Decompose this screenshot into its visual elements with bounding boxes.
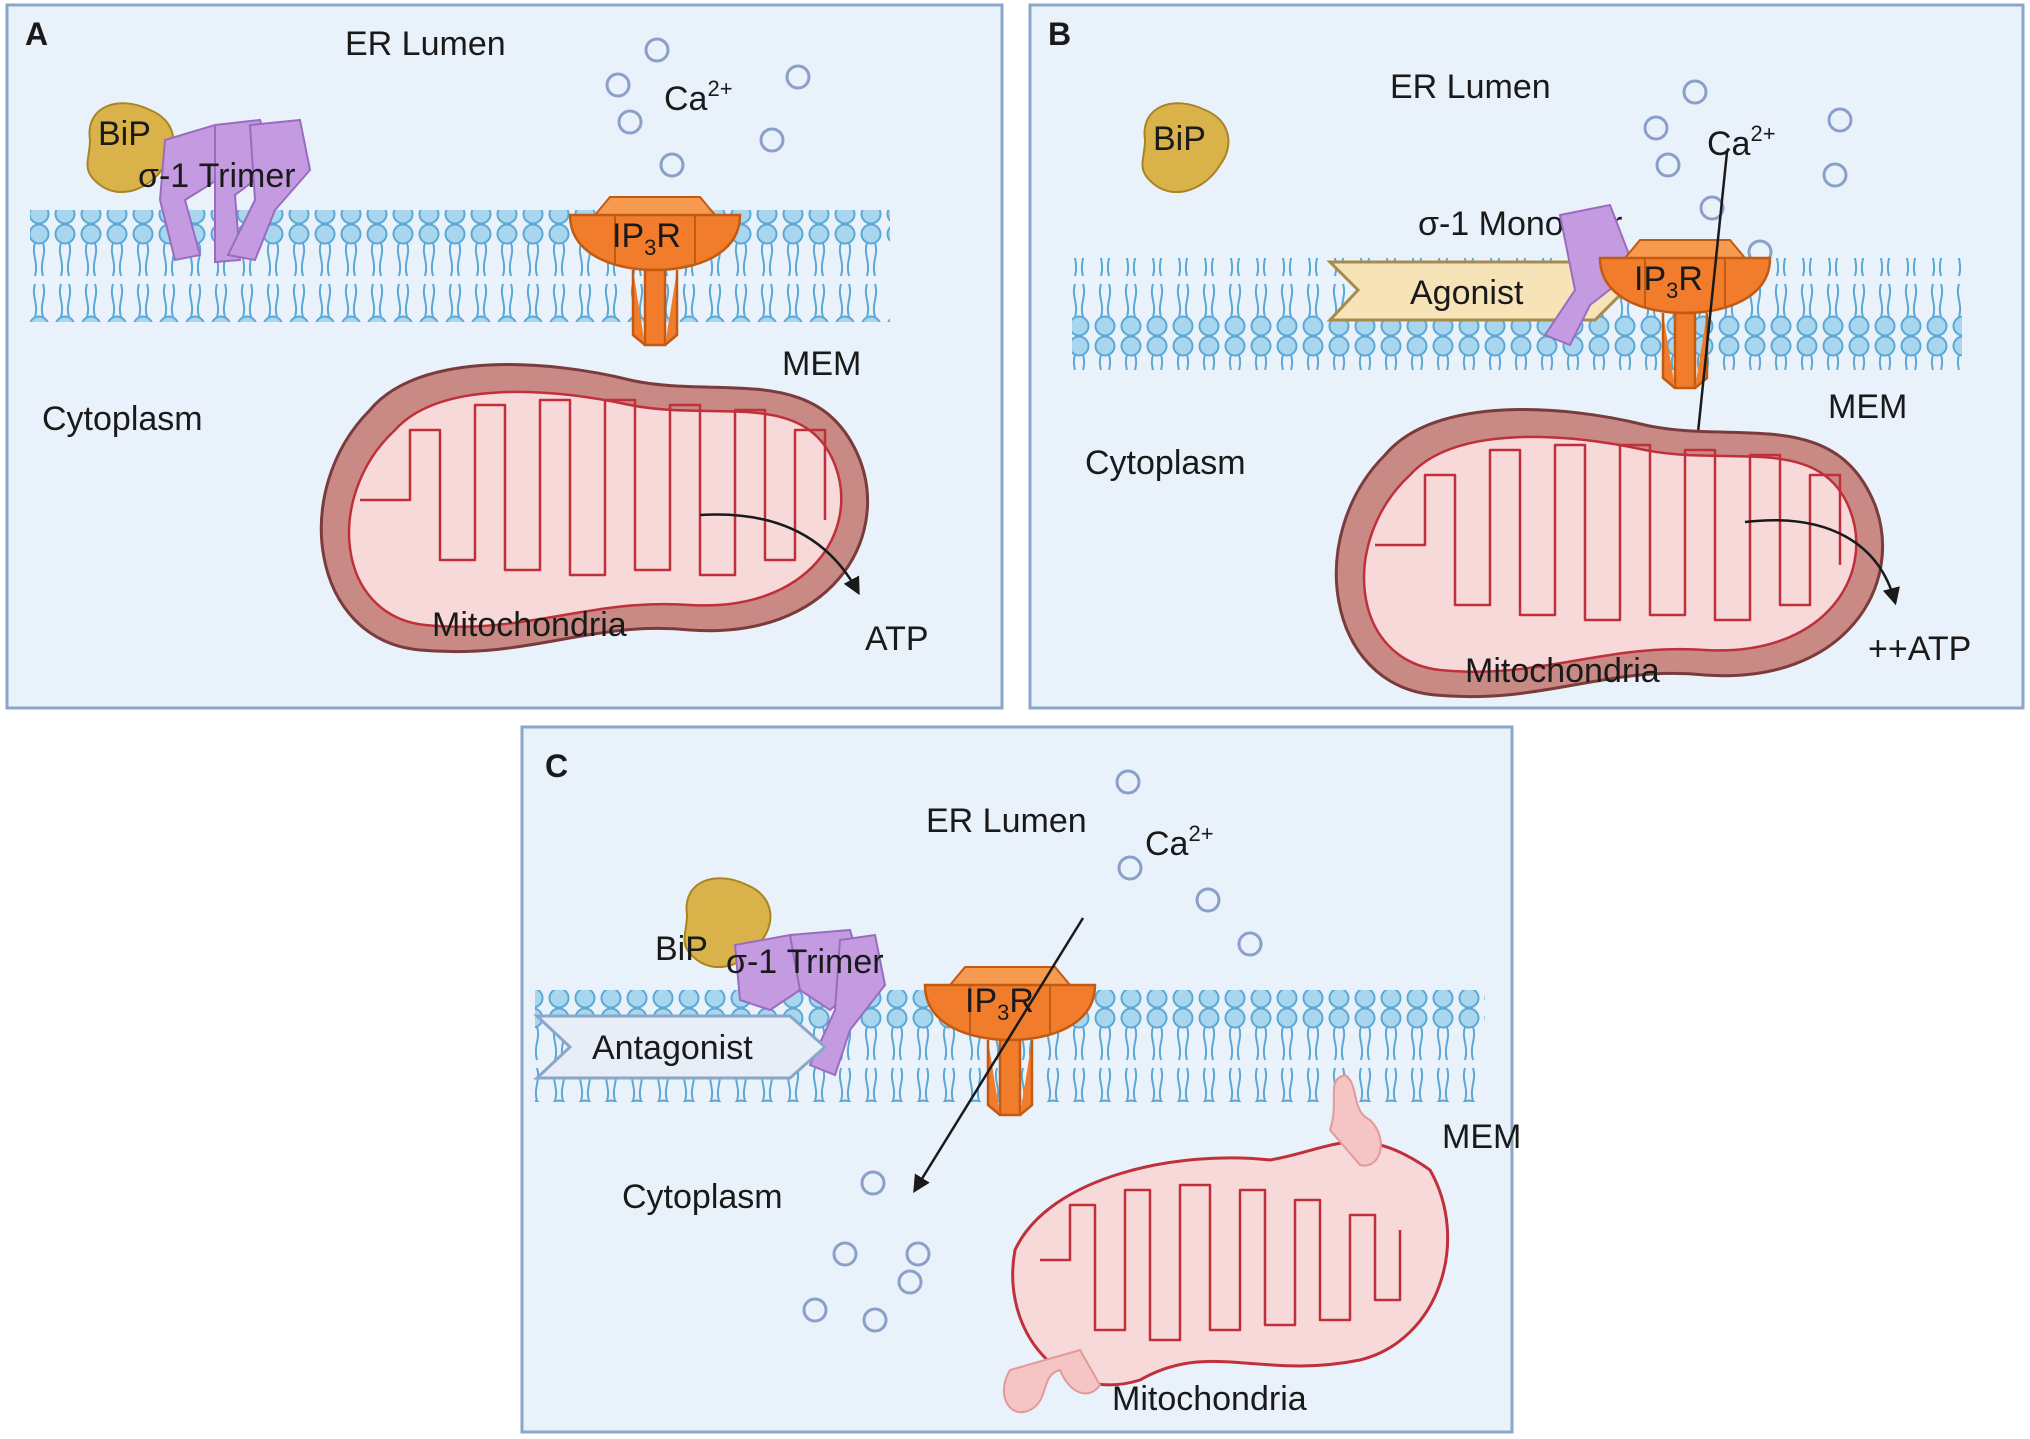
calcium-label: Ca2+ [1145, 821, 1214, 863]
membrane-bilayer [30, 210, 890, 322]
atp-arrow [699, 513, 860, 596]
mem-label: MEM [782, 345, 861, 383]
bip-label: BiP [1153, 120, 1206, 158]
ip3r-label: IP3R [1634, 260, 1703, 303]
damaged-mitochondrion [1003, 1073, 1450, 1414]
panel-c: C ER Lumen Ca2+ BiP σ-1 Trimer Antagonis… [520, 725, 1521, 1434]
agonist-label: Agonist [1410, 274, 1524, 312]
sigma1-monomer [1543, 203, 1637, 347]
calcium-label: Ca2+ [664, 76, 733, 118]
atp-label: ATP [865, 620, 929, 658]
sigma1-trimer [158, 118, 312, 264]
cytoplasm-label: Cytoplasm [1085, 444, 1246, 482]
sigma1-label: σ-1 Trimer [138, 157, 296, 195]
bip-label: BiP [98, 115, 151, 153]
ca-ions [802, 769, 1263, 1333]
panel-letter: B [1048, 16, 1071, 52]
sigma1-label: σ-1 Trimer [726, 943, 884, 981]
ip3r-label: IP3R [965, 982, 1034, 1025]
er-lumen-label: ER Lumen [926, 802, 1087, 840]
panel-a: A ER Lumen Ca2+ BiP σ-1 Trimer IP3R MEM … [5, 3, 1004, 710]
panel-b: B ER Lumen Ca2+ BiP σ-1 Monomer Agonist … [1028, 3, 2025, 710]
ip3r-label: IP3R [612, 217, 681, 260]
er-lumen-label: ER Lumen [1390, 68, 1551, 106]
cytoplasm-label: Cytoplasm [42, 400, 203, 438]
er-lumen-label: ER Lumen [345, 25, 506, 63]
atp-arrow [1744, 518, 1900, 606]
cytoplasm-label: Cytoplasm [622, 1178, 783, 1216]
bip-label: BiP [655, 930, 708, 968]
sigma1-trimer [733, 928, 887, 1077]
mitochondria-label: Mitochondria [1112, 1380, 1307, 1418]
calcium-label: Ca2+ [1707, 121, 1776, 163]
panel-letter: C [545, 748, 568, 784]
atp-label: ++ATP [1868, 630, 1971, 668]
mem-label: MEM [1442, 1118, 1521, 1156]
antagonist-label: Antagonist [592, 1029, 753, 1067]
ca-ions [605, 37, 811, 178]
mitochondria-label: Mitochondria [432, 606, 627, 644]
panel-letter: A [25, 16, 48, 52]
antagonist-ligand: Antagonist [533, 1014, 828, 1080]
calcium-efflux-arrow [913, 917, 1085, 1193]
mem-label: MEM [1828, 388, 1907, 426]
mitochondria-label: Mitochondria [1465, 652, 1660, 690]
